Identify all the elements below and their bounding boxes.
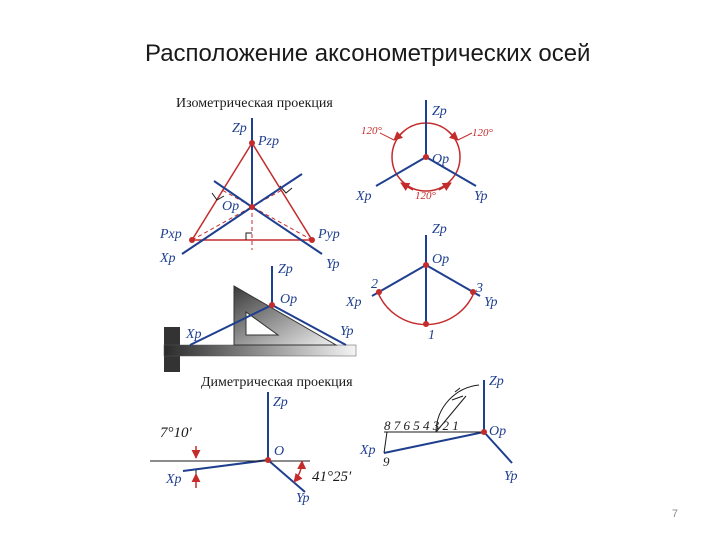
axis-x: [383, 431, 485, 454]
point-op: [423, 262, 429, 268]
label-xp: Xp: [345, 295, 362, 310]
point-op: [269, 302, 275, 308]
label-yp: Yp: [340, 324, 354, 339]
leader-line: [457, 132, 473, 141]
trace-triangle: [190, 141, 314, 241]
isometric-diagram: Изометрическая проекция Zp Pzp Op Pxp Py…: [159, 96, 340, 272]
label-xp: Xp: [165, 472, 182, 487]
label-yp: Yp: [326, 257, 340, 272]
angle-arc: [293, 460, 307, 483]
point-pzp: [249, 140, 255, 146]
label-pyp: Pyp: [317, 227, 340, 242]
mark-3: 3: [475, 281, 483, 296]
axis-y: [251, 206, 323, 255]
dimetric-title: Диметрическая проекция: [201, 375, 353, 390]
angle-label: 120°: [472, 127, 494, 139]
point-pyp: [309, 237, 315, 243]
label-xp: Xp: [359, 443, 376, 458]
arc-arrow: [400, 182, 414, 191]
label-op: Op: [432, 152, 449, 167]
label-yp: Yp: [296, 491, 310, 506]
construction-diagonal: [435, 395, 467, 433]
leader-line: [379, 132, 395, 141]
scale-numbers: 8 7 6 5 4 3 2 1: [384, 418, 459, 433]
projection-line: [383, 431, 388, 454]
label-zp: Zp: [432, 222, 447, 237]
angle-x-label: 7°10′: [160, 425, 192, 441]
label-zp: Zp: [432, 104, 447, 119]
label-xp: Xp: [185, 327, 202, 342]
point-1: [423, 321, 429, 327]
point-op: [249, 204, 255, 210]
axis-y: [271, 304, 347, 346]
label-op: Op: [280, 292, 297, 307]
triangle-ruler-diagram: Zp Op Xp Yp: [163, 262, 357, 372]
dimetric-diagram: Диметрическая проекция 7°10′ 41°25′ Zp O…: [150, 375, 353, 506]
label-zp: Zp: [232, 121, 247, 136]
arc-arrow: [447, 130, 459, 141]
point-op: [481, 429, 487, 435]
circle-120-diagram: 120° 120° 120° Zp Op Xp Yp: [355, 100, 494, 204]
isometric-title: Изометрическая проекция: [176, 96, 333, 111]
page-number: 7: [671, 508, 678, 520]
arc-arrow: [393, 130, 405, 141]
axis-x: [181, 206, 253, 255]
scale-end-mark: 9: [383, 454, 390, 469]
axis-x: [375, 156, 427, 187]
label-op: Op: [432, 252, 449, 267]
point-pxp: [189, 237, 195, 243]
arc-arrow: [438, 182, 452, 191]
mark-2: 2: [371, 277, 378, 292]
height-line-x: [191, 189, 283, 241]
slide-title: Расположение аксонометрических осей: [145, 40, 591, 67]
axis-y: [425, 156, 477, 187]
set-square-cutout: [245, 311, 280, 336]
label-op: Op: [222, 199, 239, 214]
axis-extension: [213, 180, 253, 208]
label-yp: Yp: [504, 469, 518, 484]
label-zp: Zp: [278, 262, 293, 277]
label-zp: Zp: [489, 374, 504, 389]
label-pzp: Pzp: [257, 134, 279, 149]
label-op: Op: [489, 424, 506, 439]
right-angle-mark: [245, 232, 252, 240]
angle-label: 120°: [361, 125, 383, 137]
axis-x: [182, 459, 269, 472]
angle-y-label: 41°25′: [312, 469, 352, 485]
point-3: [470, 289, 476, 295]
point-op: [423, 154, 429, 160]
label-yp: Yp: [474, 189, 488, 204]
axis-y: [483, 431, 513, 464]
height-line-y: [221, 189, 313, 241]
t-square-bar: [163, 344, 357, 357]
label-o: O: [274, 444, 284, 459]
label-yp: Yp: [484, 295, 498, 310]
axis-extension: [251, 173, 303, 208]
construction-arc: [435, 384, 480, 433]
label-xp: Xp: [355, 189, 372, 204]
label-xp: Xp: [159, 251, 176, 266]
label-pxp: Pxp: [159, 227, 182, 242]
dimetric-scale-diagram: 8 7 6 5 4 3 2 1 9 Zp Op Xp Yp: [359, 374, 518, 484]
axis-y: [267, 459, 306, 493]
point-o: [265, 457, 271, 463]
cross-mark: [451, 387, 464, 401]
point-2: [376, 289, 382, 295]
circle-123-diagram: Zp Op Xp Yp 2 3 1: [345, 222, 498, 343]
right-angle-mark: [211, 192, 225, 201]
mark-1: 1: [428, 328, 435, 343]
angle-label: 120°: [415, 190, 437, 202]
axis-x: [189, 304, 273, 346]
label-zp: Zp: [273, 395, 288, 410]
